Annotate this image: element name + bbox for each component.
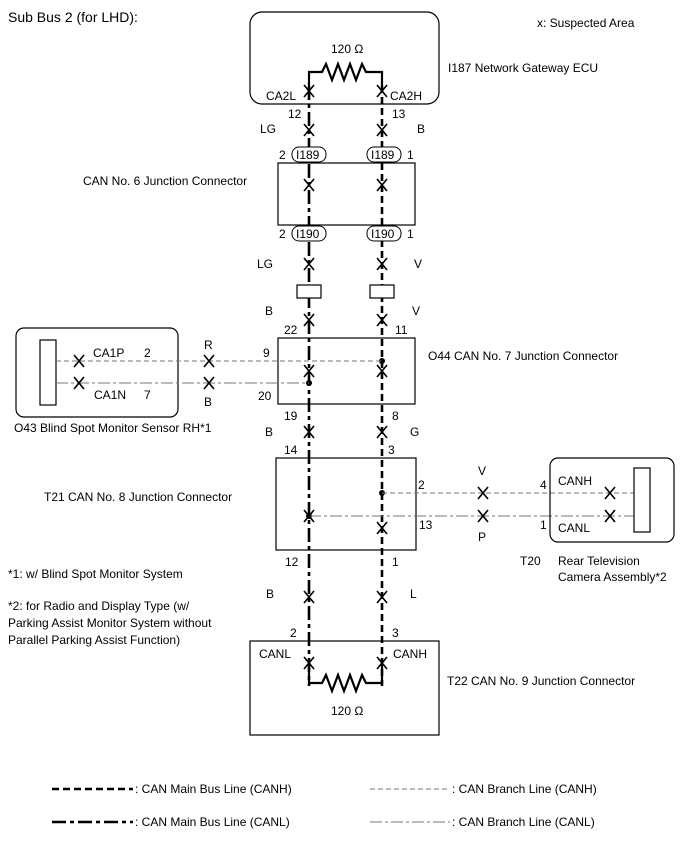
- gateway-pin-l: 12: [288, 107, 302, 121]
- camera-label-line1: Rear Television: [558, 554, 640, 568]
- jc8-pin-l-in: 14: [284, 443, 298, 457]
- jc9-box: [249, 640, 440, 736]
- jc9-label: T22 CAN No. 9 Junction Connector: [447, 674, 635, 688]
- jc6-connector-in-l: [291, 146, 327, 163]
- jc8-pin-branch-h: 2: [418, 478, 425, 492]
- blind-spot-sensor-label: O43 Blind Spot Monitor Sensor RH*1: [14, 421, 212, 435]
- jc7-pin-branch-h: 9: [263, 346, 270, 360]
- note-2-line1: *2: for Radio and Display Type (w/: [8, 599, 190, 613]
- jc6-pin-l-out: 2: [279, 227, 286, 241]
- legend-branch-canl: : CAN Branch Line (CANL): [452, 815, 595, 829]
- jc7-box: [277, 337, 416, 405]
- sensor-pin-p: 2: [144, 346, 151, 360]
- jc6-connector-in-h-label: I189: [371, 148, 395, 162]
- jc7-pin-l-out: 19: [284, 409, 298, 423]
- jc9-resistor-label: 120 Ω: [331, 704, 363, 718]
- jc6-wire-h-out: V: [414, 257, 422, 271]
- camera-pin-h-name: CANH: [558, 474, 592, 488]
- jc6-connector-in-l-label: I189: [296, 148, 320, 162]
- jc6-pin-l-in: 2: [279, 148, 286, 162]
- sensor-pin-n: 7: [144, 388, 151, 402]
- camera-pin-h: 4: [540, 478, 547, 492]
- camera-wire-h: V: [478, 464, 486, 478]
- jc7-wire-h-in: V: [412, 304, 420, 318]
- camera-pin-l: 1: [540, 518, 547, 532]
- jc6-label: CAN No. 6 Junction Connector: [83, 174, 247, 188]
- sensor-wire-n: B: [204, 395, 212, 409]
- network-gateway-ecu-box: [249, 11, 440, 105]
- jc8-pin-h-in: 3: [388, 443, 395, 457]
- gateway-pin-h-name: CA2H: [390, 89, 422, 103]
- camera-wire-l: P: [478, 530, 486, 544]
- camera-label-line2: Camera Assembly*2: [558, 570, 667, 584]
- diagram-title: Sub Bus 2 (for LHD):: [8, 9, 138, 25]
- jc8-wire-h-out: L: [410, 587, 417, 601]
- legend-main-canh: : CAN Main Bus Line (CANH): [135, 782, 292, 796]
- jc7-wire-h-out: G: [410, 425, 419, 439]
- jc7-pin-l-in: 22: [284, 323, 298, 337]
- rear-camera-body: [633, 467, 651, 533]
- note-2-line3: Parallel Parking Assist Function): [8, 633, 180, 647]
- gateway-wire-h-color: B: [417, 122, 425, 136]
- jc7-splice-h: [379, 358, 385, 364]
- suspected-x-mark: [303, 178, 315, 192]
- jc9-pin-l-name: CANL: [259, 647, 291, 661]
- jc6-wire-l-out: LG: [257, 257, 273, 271]
- jc7-pin-h-in: 11: [395, 323, 408, 337]
- jc7-pin-branch-l: 20: [258, 389, 272, 403]
- jc9-pin-l: 2: [290, 626, 297, 640]
- suspected-x-mark: [376, 313, 388, 327]
- jc8-pin-l-out: 12: [285, 555, 299, 569]
- note-1: *1: w/ Blind Spot Monitor System: [8, 567, 183, 581]
- jc9-pin-h: 3: [392, 626, 399, 640]
- jc8-label: T21 CAN No. 8 Junction Connector: [44, 490, 232, 504]
- legend-branch-canh: : CAN Branch Line (CANH): [452, 782, 597, 796]
- sensor-pin-p-name: CA1P: [93, 346, 124, 360]
- legend-main-canl: : CAN Main Bus Line (CANL): [135, 815, 290, 829]
- note-2-line2: Parking Assist Monitor System without: [8, 616, 212, 630]
- gateway-pin-l-name: CA2L: [266, 89, 296, 103]
- jc6-connector-in-h: [366, 146, 402, 163]
- jc7-wire-l-out: B: [265, 425, 273, 439]
- camera-pin-l-name: CANL: [558, 521, 590, 535]
- gateway-termination-resistor: [307, 60, 384, 86]
- gateway-resistor-label: 120 Ω: [331, 42, 363, 56]
- jc7-wire-l-in: B: [265, 304, 273, 318]
- jc7-pin-h-out: 8: [392, 409, 399, 423]
- jc9-termination-resistor: [307, 665, 384, 695]
- inline-connector-l: [296, 284, 322, 299]
- jc8-pin-h-out: 1: [392, 555, 399, 569]
- rear-camera-box: [549, 457, 675, 543]
- gateway-label: I187 Network Gateway ECU: [448, 61, 598, 75]
- blind-spot-sensor-box: [15, 327, 179, 418]
- sensor-wire-p: R: [204, 338, 213, 352]
- sensor-pin-n-name: CA1N: [94, 388, 126, 402]
- camera-id: T20: [520, 554, 541, 568]
- jc6-connector-out-l: [291, 225, 327, 242]
- suspected-area-legend: x: Suspected Area: [537, 16, 635, 30]
- gateway-pin-h: 13: [392, 107, 406, 121]
- jc8-wire-l-out: B: [266, 587, 274, 601]
- jc6-pin-h-in: 1: [407, 148, 414, 162]
- jc6-pin-h-out: 1: [407, 227, 414, 241]
- gateway-wire-l-color: LG: [260, 122, 276, 136]
- jc9-pin-h-name: CANH: [393, 647, 427, 661]
- jc8-pin-branch-l: 13: [419, 518, 433, 532]
- jc6-connector-out-l-label: I190: [296, 227, 320, 241]
- jc8-box: [275, 457, 417, 551]
- blind-spot-sensor-body: [39, 339, 57, 406]
- inline-connector-h: [369, 284, 395, 299]
- jc7-label: O44 CAN No. 7 Junction Connector: [428, 349, 618, 363]
- jc6-connector-out-h-label: I190: [371, 227, 395, 241]
- jc6-box: [277, 162, 416, 226]
- jc6-connector-out-h: [366, 225, 402, 242]
